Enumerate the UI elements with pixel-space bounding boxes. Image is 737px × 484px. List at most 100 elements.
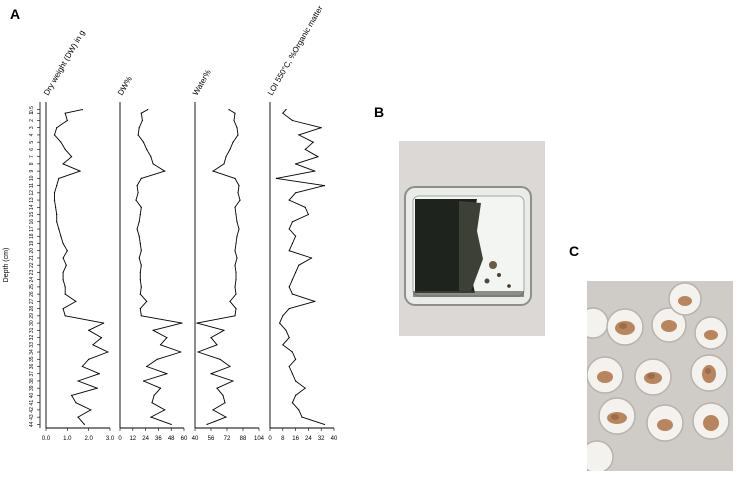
data-point	[234, 315, 236, 317]
sample-dish-photo	[399, 141, 545, 336]
sample-cups-photo	[587, 281, 733, 471]
data-point	[234, 286, 236, 288]
data-point	[288, 250, 290, 252]
depth-tick-label: 24	[29, 277, 35, 283]
depth-tick-label: 41	[29, 400, 35, 406]
depth-tick-label: 11	[29, 183, 35, 188]
x-tick-label: 104	[254, 436, 265, 442]
depth-tick-label: 43	[29, 414, 35, 420]
data-point	[301, 416, 303, 418]
data-point	[206, 423, 208, 425]
data-point	[77, 416, 79, 418]
depth-tick-label: 3	[29, 126, 35, 129]
data-point	[235, 271, 237, 273]
profile-line	[275, 109, 325, 425]
data-point	[237, 192, 239, 194]
depth-tick-label: 32	[29, 335, 35, 341]
data-point	[153, 394, 155, 396]
depth-tick-label: 26	[29, 291, 35, 297]
data-point	[295, 235, 297, 237]
depth-tick-label: 30	[29, 320, 35, 326]
data-point	[164, 170, 166, 172]
x-tick-label: 1.0	[63, 436, 72, 442]
profile-line	[54, 109, 109, 425]
data-point	[323, 423, 325, 425]
data-point	[314, 170, 316, 172]
data-point	[81, 365, 83, 368]
data-point	[295, 358, 297, 360]
depth-tick-label: 16	[29, 219, 35, 225]
data-point	[98, 373, 100, 375]
profile-line	[135, 109, 183, 425]
depth-axis-label: Depth (cm)	[3, 248, 10, 283]
data-point	[320, 127, 322, 129]
depth-tick-label: 7	[29, 155, 35, 158]
data-point	[298, 134, 300, 136]
data-point	[233, 119, 235, 122]
data-point	[181, 322, 183, 324]
x-tick-label: 56	[208, 436, 215, 442]
x-tick-label: 3.0	[106, 436, 115, 442]
data-point	[140, 315, 142, 317]
depth-tick-label: 0.5	[29, 106, 35, 113]
data-point	[235, 293, 237, 295]
depth-tick-label: 10	[29, 175, 35, 181]
data-point	[229, 365, 231, 368]
data-point	[210, 337, 212, 339]
data-point	[288, 199, 290, 201]
data-point	[146, 148, 148, 150]
data-point	[140, 206, 142, 208]
x-tick-label: 0	[268, 436, 272, 442]
data-point	[58, 228, 60, 230]
data-point	[136, 228, 138, 230]
depth-tick-label: 12	[29, 190, 35, 196]
data-point	[62, 257, 64, 259]
data-point	[139, 308, 141, 310]
data-point	[237, 134, 239, 136]
data-point	[238, 228, 240, 230]
profile-line	[196, 109, 241, 425]
data-point	[285, 109, 287, 111]
data-point	[288, 365, 290, 368]
data-point	[291, 242, 293, 245]
data-point	[64, 286, 66, 288]
data-point	[90, 409, 92, 411]
data-point	[88, 358, 90, 360]
data-point	[159, 387, 162, 389]
data-point	[53, 199, 56, 201]
data-point	[232, 141, 234, 143]
data-point	[58, 177, 60, 179]
data-point	[291, 373, 293, 375]
data-point	[139, 271, 141, 273]
depth-tick-label: 17	[29, 226, 35, 232]
panel-title: Water%	[191, 68, 213, 97]
data-point	[139, 213, 141, 216]
data-point	[100, 337, 103, 339]
sediment-dish-image	[399, 141, 545, 336]
data-point	[295, 271, 297, 273]
data-point	[236, 127, 238, 129]
data-point	[66, 119, 68, 122]
data-point	[196, 322, 198, 324]
data-point	[141, 119, 143, 122]
depth-tick-label: 29	[29, 313, 35, 319]
depth-tick-label: 34	[29, 349, 35, 355]
data-point	[225, 416, 227, 418]
data-point	[288, 308, 290, 310]
depth-tick-label: 4	[29, 133, 35, 136]
depth-tick-label: 6	[29, 148, 35, 151]
x-tick-label: 0.0	[42, 436, 51, 442]
x-tick-label: 8	[281, 436, 285, 442]
data-point	[83, 423, 85, 425]
data-point	[239, 199, 241, 201]
depth-tick-label: 14	[29, 204, 35, 210]
data-point	[312, 141, 314, 143]
data-point	[56, 213, 58, 216]
data-point	[136, 185, 138, 187]
data-point	[140, 264, 142, 266]
depth-tick-label: 28	[29, 306, 35, 312]
data-point	[79, 170, 81, 172]
data-point	[291, 293, 293, 295]
sample-cups-image	[587, 281, 733, 471]
data-point	[288, 337, 290, 339]
